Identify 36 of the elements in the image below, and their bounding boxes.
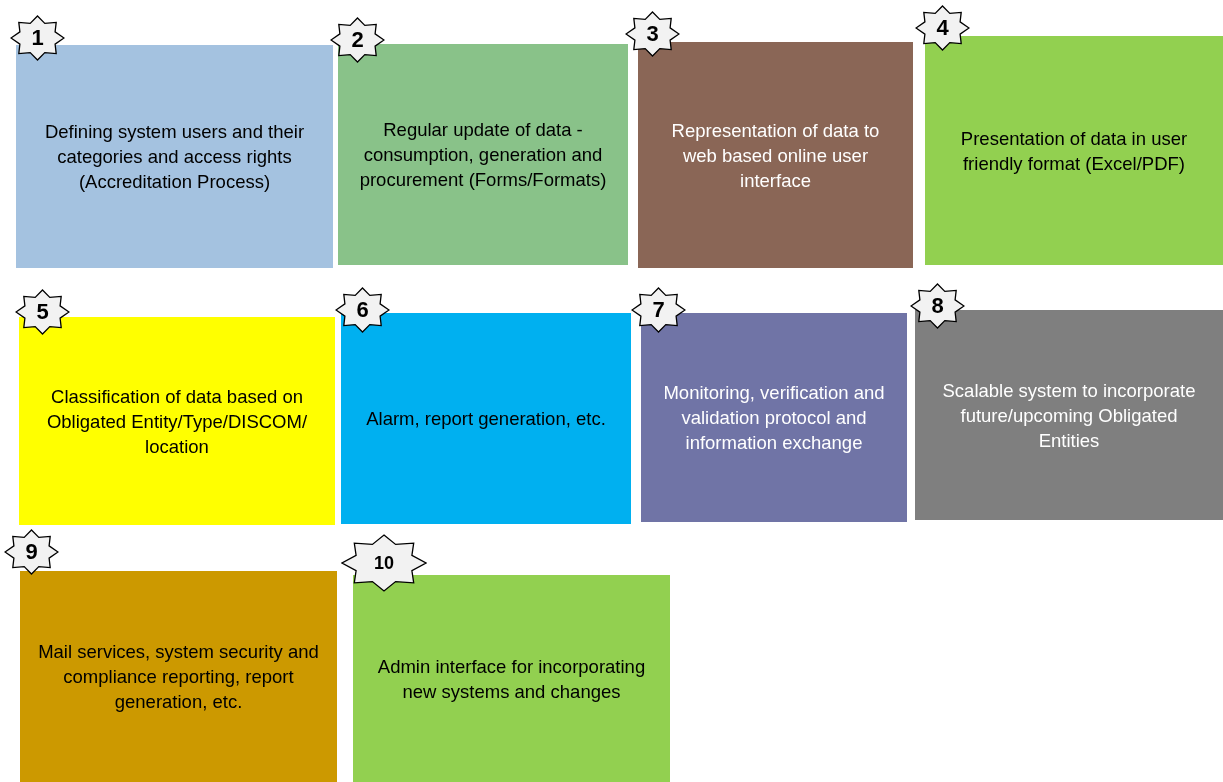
feature-box (925, 36, 1223, 265)
feature-box (638, 42, 913, 268)
star-badge (335, 287, 390, 333)
box-text: Scalable system to incorporate future/upcoming Obligated Entities (941, 378, 1197, 453)
badge-number: 1 (30, 24, 45, 52)
star-badge (915, 5, 970, 51)
feature-box (16, 45, 333, 268)
box-text: Presentation of data in user friendly format (Excel/PDF) (959, 126, 1189, 176)
star-badge (10, 15, 65, 61)
badge-number: 3 (645, 20, 660, 48)
badge-number: 10 (373, 551, 395, 575)
badge-number: 9 (24, 538, 39, 566)
feature-box (353, 575, 670, 782)
box-text: Admin interface for incorporating new systems and changes (376, 654, 647, 704)
feature-box (20, 571, 337, 782)
badge-number: 5 (35, 298, 50, 326)
badge-number: 4 (935, 14, 950, 42)
feature-box (19, 317, 335, 525)
star-badge (631, 287, 686, 333)
star-badge (625, 11, 680, 57)
box-text: Regular update of data - consumption, generation and procurement (Forms/Formats) (358, 118, 608, 192)
badge-number: 2 (350, 26, 365, 54)
star-badge (4, 529, 59, 575)
box-text: Mail services, system security and compliance reporting, report generation, etc. (38, 640, 319, 714)
box-text: Alarm, report generation, etc. (366, 407, 606, 431)
box-text: Monitoring, verification and validation protocol and information exchange (662, 381, 886, 455)
badge-number: 6 (355, 296, 370, 324)
star-badge (341, 534, 427, 592)
box-text: Classification of data based on Obligated Entity/Type/DISCOM/ location (45, 384, 309, 459)
badge-number: 8 (930, 292, 945, 320)
box-text: Representation of data to web based online user interface (670, 118, 881, 193)
badge-number: 7 (651, 296, 666, 324)
box-text: Defining system users and their categories and access rights (Accreditation Process) (43, 120, 306, 194)
star-badge (15, 289, 70, 335)
star-badge (330, 17, 385, 63)
star-badge (910, 283, 965, 329)
